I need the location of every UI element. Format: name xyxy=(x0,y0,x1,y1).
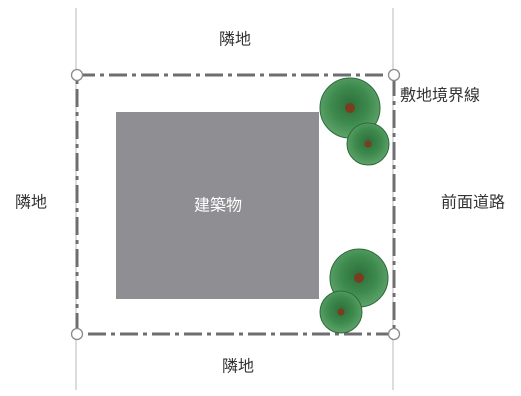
corner-marker-top-right xyxy=(387,68,401,82)
building-label: 建築物 xyxy=(194,196,242,215)
boundary-line-label: 敷地境界線 xyxy=(400,86,480,105)
building-block xyxy=(116,112,319,299)
corner-marker-top-left xyxy=(70,68,84,82)
corner-marker-bottom-right xyxy=(387,327,401,341)
corner-marker-bottom-left xyxy=(70,327,84,341)
front-road-label: 前面道路 xyxy=(441,193,505,212)
neighbor-label-left: 隣地 xyxy=(15,193,47,212)
tree-top-small xyxy=(346,122,390,166)
tree-bottom-small xyxy=(319,290,363,334)
neighbor-label-top: 隣地 xyxy=(219,30,251,49)
neighbor-label-bottom: 隣地 xyxy=(222,357,254,376)
